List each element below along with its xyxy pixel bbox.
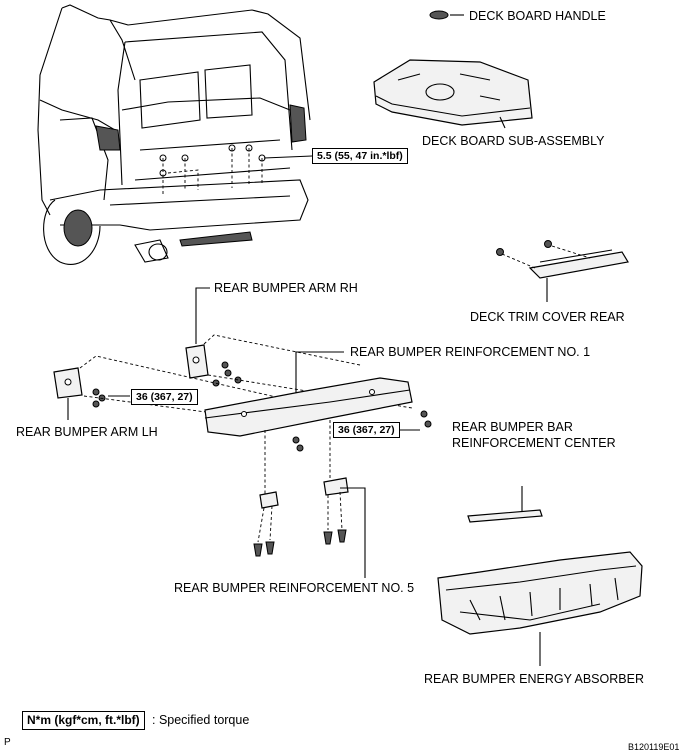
- label-bar-reinforcement-center-line1: REAR BUMPER BAR: [452, 420, 573, 434]
- label-deck-trim-cover-rear: DECK TRIM COVER REAR: [470, 310, 625, 324]
- label-rear-bumper-arm-lh: REAR BUMPER ARM LH: [16, 425, 158, 439]
- legend-description: : Specified torque: [152, 713, 250, 727]
- deck-board-handle-part: [429, 10, 449, 20]
- label-rear-bumper-arm-rh: REAR BUMPER ARM RH: [214, 281, 358, 295]
- deck-board-sub-assembly-part: [373, 59, 533, 126]
- label-rear-bumper-energy-absorber: REAR BUMPER ENERGY ABSORBER: [424, 672, 644, 686]
- torque-back-door: 5.5 (55, 47 in.*lbf): [312, 148, 408, 164]
- label-rear-bumper-reinforcement-no5: REAR BUMPER REINFORCEMENT NO. 5: [174, 581, 415, 595]
- label-deck-board-handle: DECK BOARD HANDLE: [469, 9, 606, 23]
- legend-unit-box: N*m (kgf*cm, ft.*lbf): [22, 711, 145, 730]
- rear-bumper-bar-reinforcement-center-part: [467, 509, 543, 523]
- rear-bumper-arm-lh-part: [53, 367, 106, 408]
- deck-trim-cover-rear-part: [496, 240, 629, 279]
- figure-code: B120119E01: [628, 742, 680, 752]
- vehicle-rear-illustration: [37, 4, 311, 265]
- rear-bumper-reinforcement-no1-part: [204, 377, 432, 452]
- label-rear-bumper-reinforcement-no1: REAR BUMPER REINFORCEMENT NO. 1: [350, 345, 591, 359]
- label-deck-board-sub-assembly: DECK BOARD SUB-ASSEMBLY: [422, 134, 605, 148]
- rear-bumper-arm-rh-part: [185, 344, 242, 387]
- corner-marker: P: [4, 737, 11, 748]
- torque-arm-lh: 36 (367, 27): [131, 389, 198, 405]
- rear-bumper-reinforcement-no5-part: [253, 477, 349, 557]
- torque-arm-rh: 36 (367, 27): [333, 422, 400, 438]
- label-bar-reinforcement-center-line2: REINFORCEMENT CENTER: [452, 436, 616, 450]
- rear-bumper-energy-absorber-part: [437, 551, 643, 635]
